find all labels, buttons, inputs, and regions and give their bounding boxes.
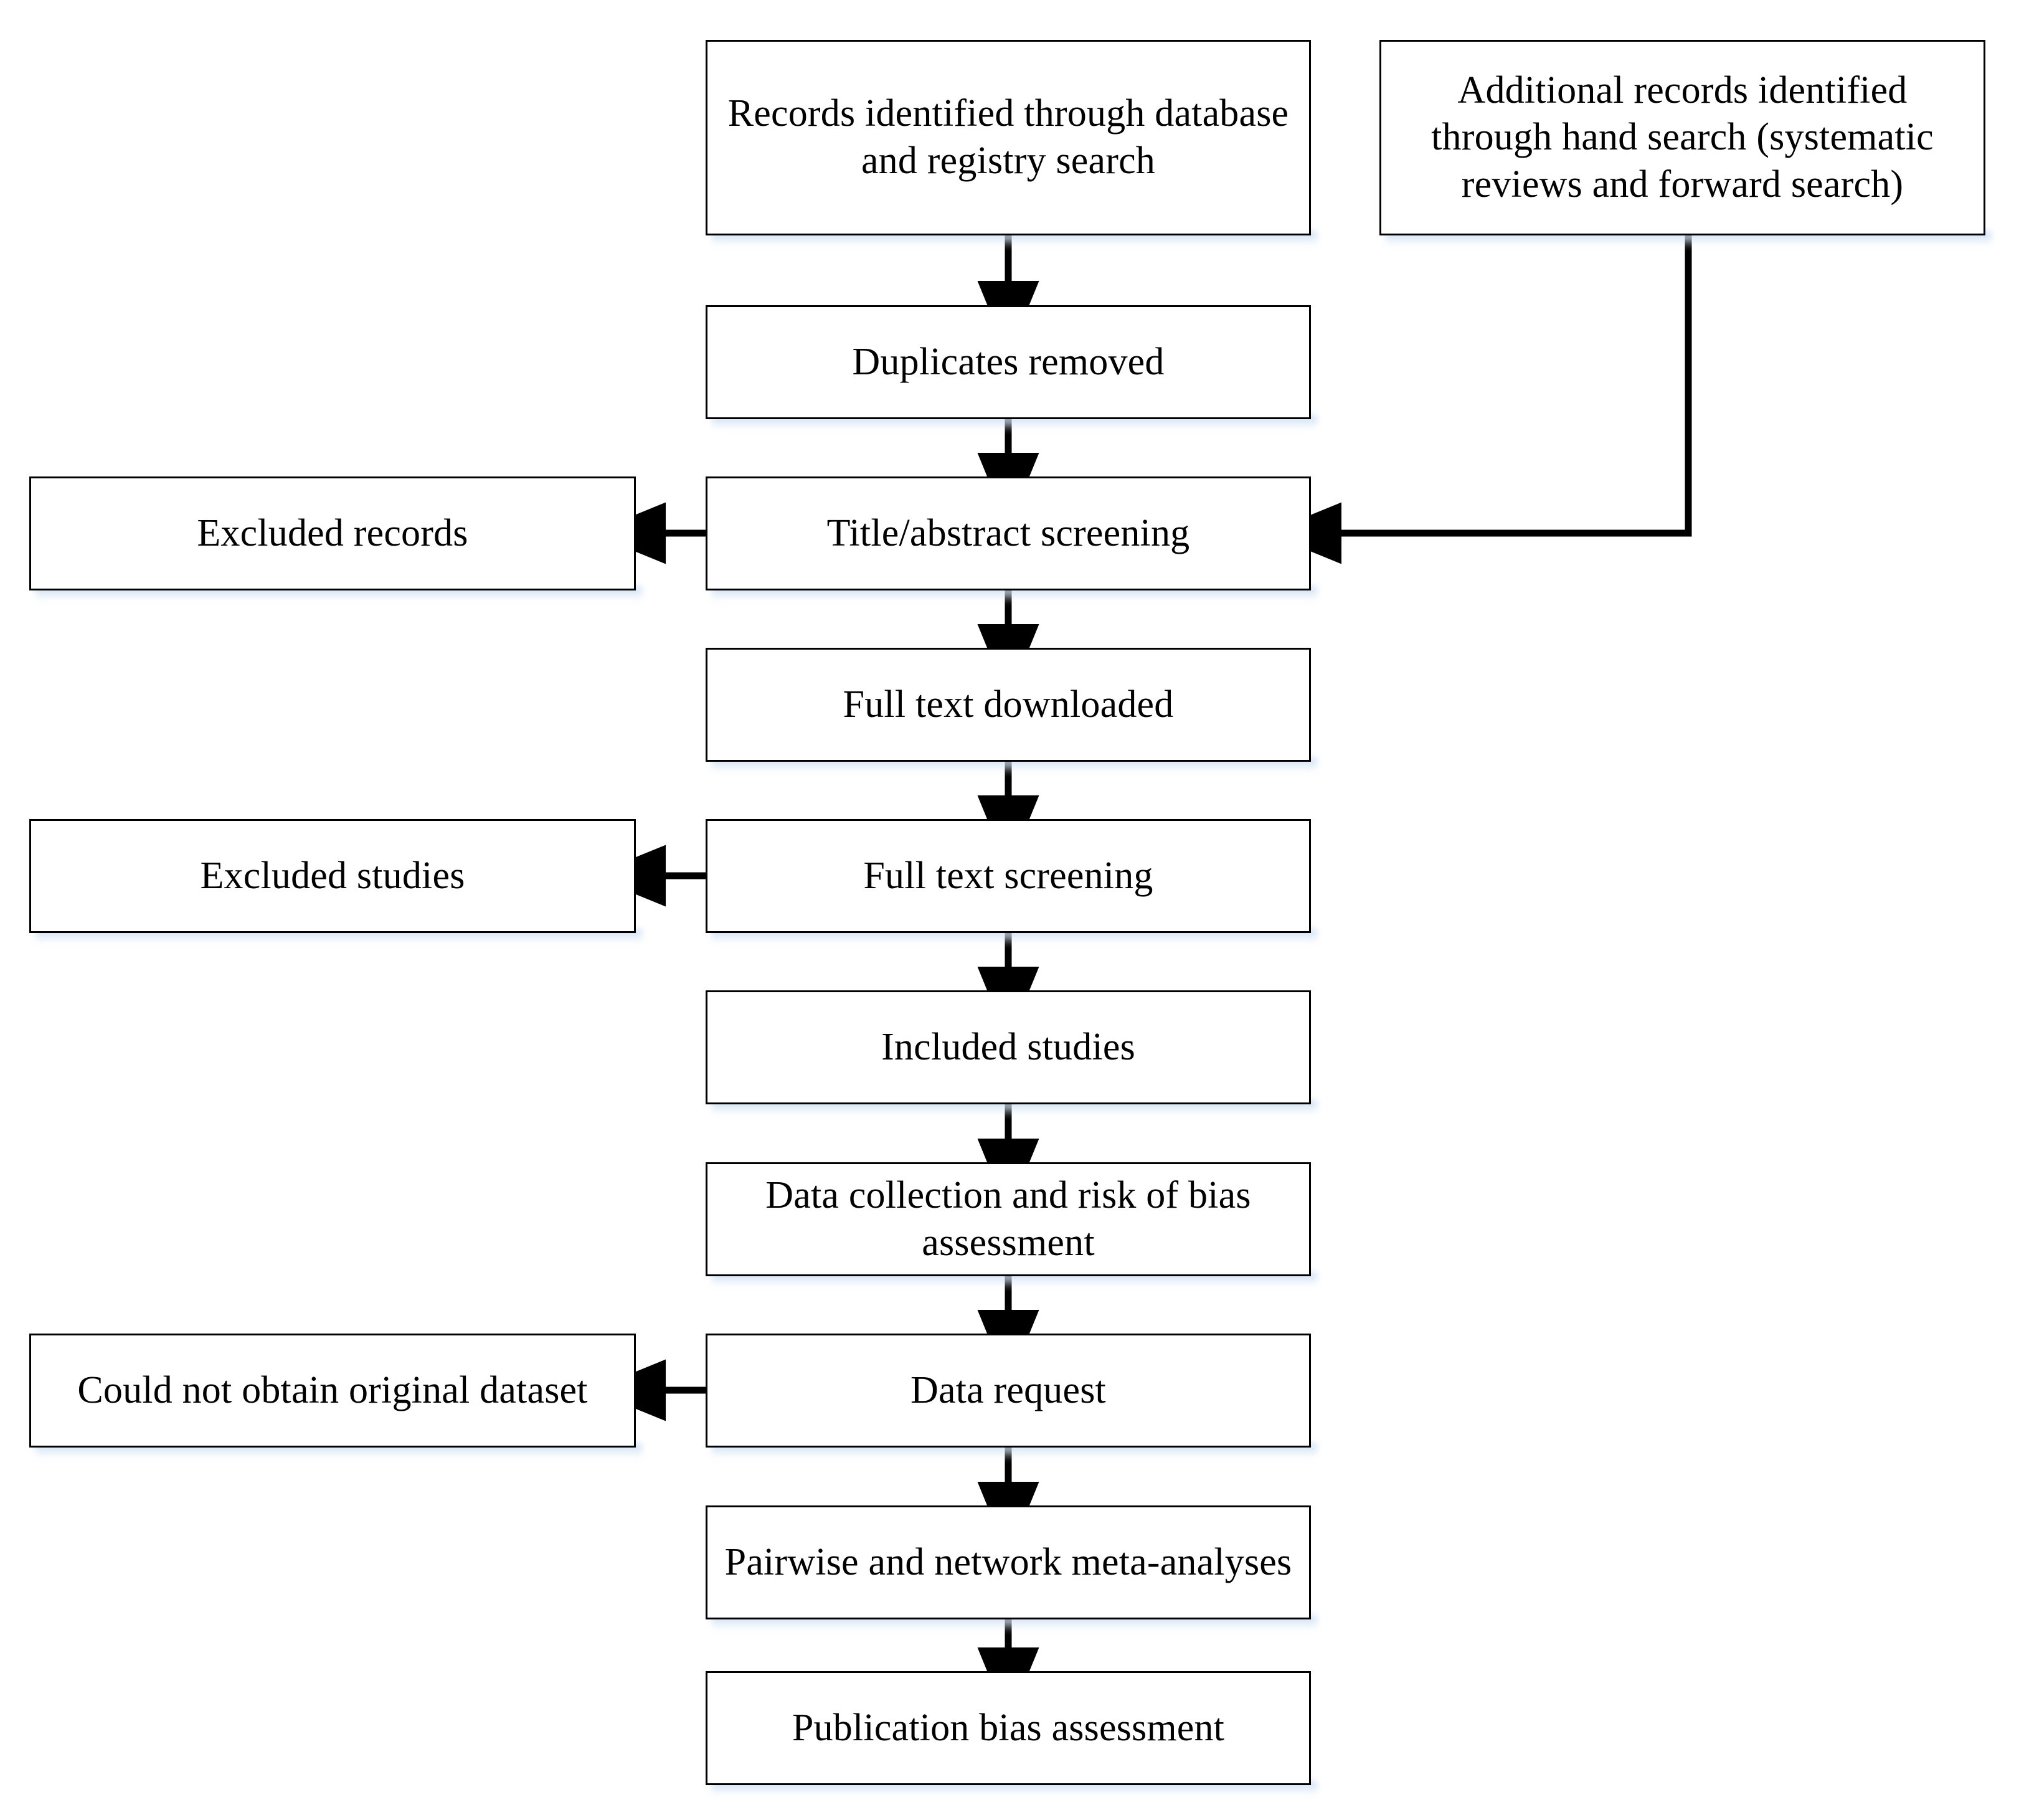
node-excluded-studies-label: Excluded studies — [200, 854, 465, 897]
node-records-identified[interactable]: Records identified through database and … — [706, 40, 1311, 235]
node-data-request-label: Data request — [910, 1368, 1106, 1411]
node-included-studies[interactable]: Included studies — [706, 990, 1311, 1104]
node-full-text-screening[interactable]: Full text screening — [706, 819, 1311, 933]
node-duplicates-removed[interactable]: Duplicates removed — [706, 305, 1311, 419]
node-publication-bias[interactable]: Publication bias assessment — [706, 1671, 1311, 1785]
node-meta-analyses[interactable]: Pairwise and network meta-analyses — [706, 1505, 1311, 1619]
node-publication-bias-label: Publication bias assessment — [792, 1706, 1225, 1749]
node-excluded-records[interactable]: Excluded records — [29, 476, 636, 590]
node-full-text-downloaded[interactable]: Full text downloaded — [706, 648, 1311, 762]
node-records-identified-label: Records identified through database and … — [727, 92, 1289, 182]
node-title-abstract-screening-label: Title/abstract screening — [826, 511, 1190, 554]
node-included-studies-label: Included studies — [881, 1025, 1135, 1068]
node-could-not-obtain-label: Could not obtain original dataset — [77, 1368, 588, 1411]
node-data-collection[interactable]: Data collection and risk of bias assessm… — [706, 1162, 1311, 1276]
node-could-not-obtain[interactable]: Could not obtain original dataset — [29, 1334, 636, 1448]
node-excluded-studies[interactable]: Excluded studies — [29, 819, 636, 933]
edge-additional-records-to-screening — [1266, 235, 1692, 564]
node-additional-records-label: Additional records identified through ha… — [1431, 69, 1934, 206]
node-full-text-screening-label: Full text screening — [863, 854, 1153, 897]
node-meta-analyses-label: Pairwise and network meta-analyses — [724, 1540, 1292, 1583]
node-full-text-downloaded-label: Full text downloaded — [843, 683, 1174, 726]
node-title-abstract-screening[interactable]: Title/abstract screening — [706, 476, 1311, 590]
node-data-request[interactable]: Data request — [706, 1334, 1311, 1448]
node-duplicates-removed-label: Duplicates removed — [852, 340, 1165, 383]
node-additional-records[interactable]: Additional records identified through ha… — [1379, 40, 1985, 235]
node-excluded-records-label: Excluded records — [197, 511, 468, 554]
node-data-collection-label: Data collection and risk of bias assessm… — [765, 1173, 1251, 1264]
